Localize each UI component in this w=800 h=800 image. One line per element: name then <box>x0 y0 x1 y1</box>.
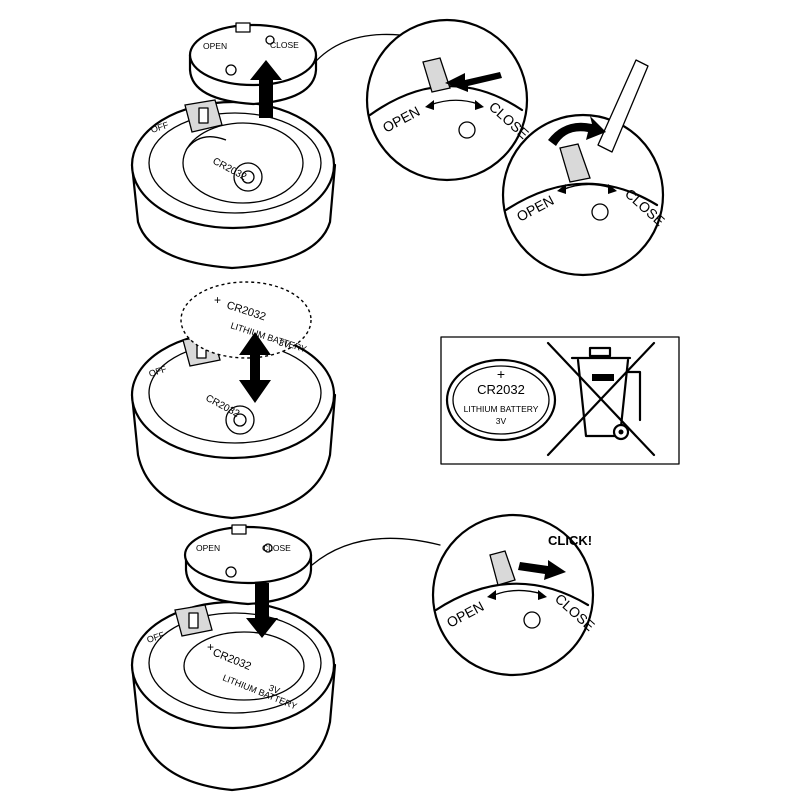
floating-battery: + CR2032 LITHIUM BATTERY 3V <box>180 281 312 359</box>
step-2-swap-battery: OFF CR2032 + CR2032 LITHIUM BATTERY 3V <box>130 281 337 520</box>
panel-battery-type: LITHIUM BATTERY <box>464 404 539 414</box>
close-label-step-3: CLOSE <box>262 543 291 553</box>
zoom-coin-latch: OPEN CLOSE <box>501 59 668 277</box>
click-label: CLICK! <box>548 533 592 548</box>
callout-line-step-3 <box>311 537 441 566</box>
close-label-step-1: CLOSE <box>270 40 299 50</box>
floating-battery-voltage: 3V <box>277 337 291 350</box>
open-label-step-3: OPEN <box>196 543 220 553</box>
inserted-battery-plus: + <box>207 640 214 654</box>
latch-left-arrow <box>445 72 502 92</box>
step-1-remove-cover: OFF CR2032 OPEN CLOSE OPEN <box>130 18 668 277</box>
latch-right-arrow <box>518 560 566 580</box>
inserted-battery-voltage: 3V <box>267 683 281 696</box>
device-body-step-1: OFF CR2032 <box>130 99 337 270</box>
zoom-open-latch: OPEN CLOSE <box>365 18 532 182</box>
callout-line-step-1 <box>309 33 401 69</box>
insert-down-arrow <box>246 583 278 638</box>
crossed-bin-icon <box>546 341 656 457</box>
panel-battery-voltage: 3V <box>496 416 507 426</box>
floating-battery-plus: + <box>214 293 221 307</box>
panel-battery-model: CR2032 <box>477 382 525 397</box>
cover-step-3: OPEN CLOSE <box>183 524 313 606</box>
rotate-arrow <box>548 116 606 146</box>
panel-battery-plus: + <box>497 366 505 382</box>
cover-step-1: OPEN CLOSE <box>188 22 318 106</box>
panel-battery: + CR2032 LITHIUM BATTERY 3V <box>445 358 557 442</box>
swap-up-down-arrow <box>239 332 271 403</box>
open-label-step-1: OPEN <box>203 41 227 51</box>
zoom-close-latch: OPEN CLOSE <box>431 513 598 677</box>
lift-up-arrow <box>250 60 282 118</box>
disposal-panel: + CR2032 LITHIUM BATTERY 3V <box>440 336 680 465</box>
step-3-replace-cover: OFF + CR2032 LITHIUM BATTERY 3V OPEN CLO… <box>130 513 598 792</box>
device-body-step-3: OFF + CR2032 LITHIUM BATTERY 3V <box>130 600 337 792</box>
device-body-step-2: OFF CR2032 <box>130 330 337 520</box>
